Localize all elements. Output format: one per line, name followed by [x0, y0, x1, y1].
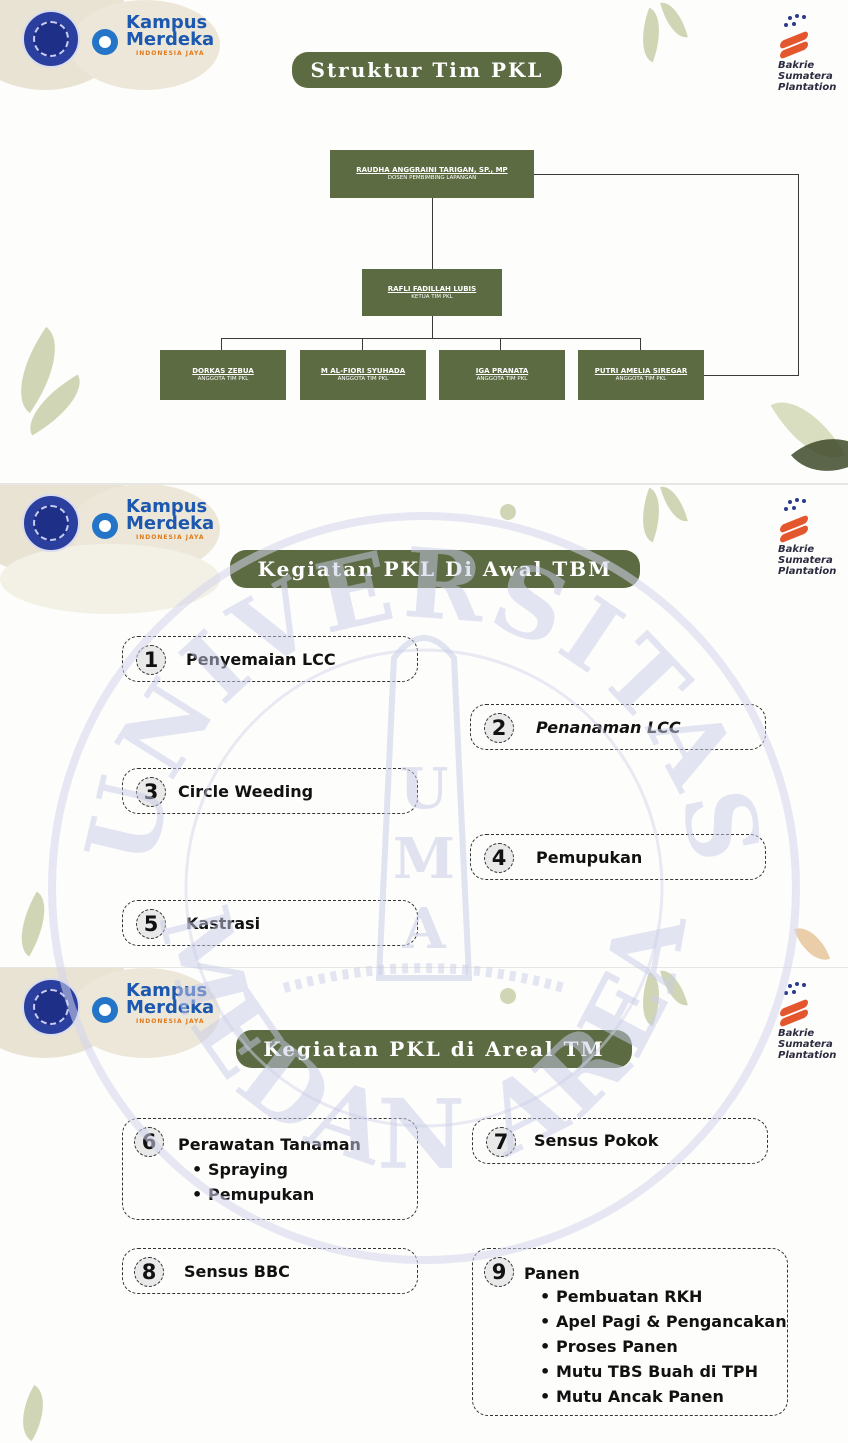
- sub-item: Spraying: [190, 1157, 314, 1182]
- decor-leaf: [6, 891, 60, 957]
- connector-line: [362, 338, 363, 350]
- org-role: ANGGOTA TIM PKL: [615, 376, 667, 382]
- connector-line: [432, 197, 433, 270]
- item-label: Sensus BBC: [184, 1262, 290, 1281]
- item-number: 1: [136, 645, 166, 675]
- sub-list: Spraying Pemupukan: [190, 1157, 314, 1207]
- connector-line: [704, 375, 799, 376]
- university-logo-icon: [22, 978, 80, 1036]
- org-box-member: IGA PRANATA ANGGOTA TIM PKL: [439, 350, 565, 400]
- kampus-merdeka-tagline: INDONESIA JAYA: [136, 534, 205, 541]
- item-number: 5: [136, 909, 166, 939]
- kampus-merdeka-tagline: INDONESIA JAYA: [136, 50, 205, 57]
- connector-line: [798, 174, 799, 376]
- org-name: M AL-FIORI SYUHADA: [320, 367, 406, 375]
- org-role: DOSEN PEMBIMBING LAPANGAN: [387, 175, 477, 181]
- decor-leaf: [793, 921, 831, 967]
- org-name: RAUDHA ANGGRAINI TARIGAN, SP., MP: [356, 166, 508, 174]
- connector-line: [221, 338, 222, 350]
- university-logo-icon: [22, 10, 80, 68]
- item-number: 2: [484, 713, 514, 743]
- org-role: KETUA TIM PKL: [411, 293, 453, 300]
- sub-item: Mutu TBS Buah di TPH: [538, 1359, 787, 1384]
- item-label: Penyemaian LCC: [186, 650, 336, 669]
- org-role: ANGGOTA TIM PKL: [197, 376, 249, 382]
- university-logo-icon: [22, 494, 80, 552]
- decor-leaf: [500, 988, 516, 1004]
- connector-line: [534, 174, 799, 175]
- item-label: Sensus Pokok: [534, 1131, 659, 1150]
- decor-leaf: [660, 968, 688, 1010]
- org-role: ANGGOTA TIM PKL: [476, 376, 528, 382]
- kampus-merdeka-icon: [92, 513, 118, 539]
- item-number: 6: [134, 1127, 164, 1157]
- item-label: Pemupukan: [536, 848, 643, 867]
- org-box-member: M AL-FIORI SYUHADA ANGGOTA TIM PKL: [300, 350, 426, 400]
- decor-blob: [0, 544, 220, 614]
- org-name: PUTRI AMELIA SIREGAR: [594, 367, 688, 375]
- org-box-leader: RAFLI FADILLAH LUBIS KETUA TIM PKL: [362, 269, 502, 316]
- slide-divider: [0, 483, 848, 485]
- item-number: 3: [136, 777, 166, 807]
- sub-item: Pemupukan: [190, 1182, 314, 1207]
- item-number: 7: [486, 1127, 516, 1157]
- connector-line: [500, 338, 501, 350]
- org-box-member: DORKAS ZEBUA ANGGOTA TIM PKL: [160, 350, 286, 400]
- decor-leaf: [660, 484, 688, 526]
- connector-line: [432, 315, 433, 338]
- sub-list: Pembuatan RKH Apel Pagi & Pengancakan Pr…: [538, 1284, 787, 1409]
- sub-item: Pembuatan RKH: [538, 1284, 787, 1309]
- org-box-member: PUTRI AMELIA SIREGAR ANGGOTA TIM PKL: [578, 350, 704, 400]
- kampus-merdeka-tagline: INDONESIA JAYA: [136, 1018, 205, 1025]
- sub-item: Mutu Ancak Panen: [538, 1384, 787, 1409]
- decor-leaf: [9, 1384, 57, 1442]
- sub-item: Proses Panen: [538, 1334, 787, 1359]
- item-label: Penanaman LCC: [536, 718, 681, 737]
- item-label: Circle Weeding: [178, 782, 314, 801]
- item-label: Perawatan Tanaman: [178, 1135, 361, 1154]
- item-number: 4: [484, 843, 514, 873]
- item-label: Panen: [524, 1264, 580, 1283]
- org-box-supervisor: RAUDHA ANGGRAINI TARIGAN, SP., MP DOSEN …: [330, 150, 534, 198]
- slide-title: Struktur Tim PKL: [292, 52, 562, 88]
- slide-title: Kegiatan PKL Di Awal TBM: [230, 550, 640, 588]
- org-name: DORKAS ZEBUA: [192, 367, 254, 375]
- decor-leaf: [660, 0, 688, 42]
- kampus-merdeka-icon: [92, 997, 118, 1023]
- decor-leaf: [500, 504, 516, 520]
- org-name: RAFLI FADILLAH LUBIS: [387, 284, 477, 293]
- activity-item: [122, 900, 418, 946]
- org-name: IGA PRANATA: [475, 367, 529, 375]
- sub-item: Apel Pagi & Pengancakan: [538, 1309, 787, 1334]
- item-label: Kastrasi: [186, 914, 261, 933]
- org-role: ANGGOTA TIM PKL: [337, 376, 389, 382]
- connector-line: [221, 338, 641, 339]
- item-number: 9: [484, 1257, 514, 1287]
- kampus-merdeka-icon: [92, 29, 118, 55]
- slide-title: Kegiatan PKL di Areal TM: [236, 1030, 632, 1068]
- item-number: 8: [134, 1257, 164, 1287]
- connector-line: [640, 338, 641, 350]
